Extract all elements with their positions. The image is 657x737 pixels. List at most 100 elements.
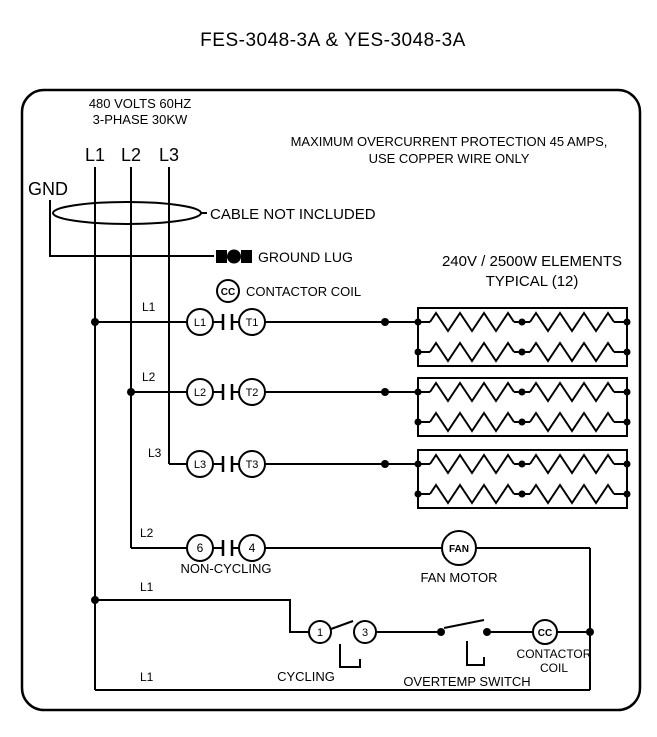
junction-dot	[414, 348, 422, 356]
cycling-thermostat-icon	[339, 644, 361, 668]
terminal-t1-label: T1	[246, 317, 259, 329]
junction-dot	[127, 388, 135, 396]
junction-dot	[91, 318, 99, 326]
ground-lug-center	[227, 249, 241, 264]
overtemp-switch-label: OVERTEMP SWITCH	[403, 674, 530, 689]
terminal-l3-label: L3	[194, 459, 206, 471]
terminal-4-label: 4	[249, 541, 256, 555]
junction-dot	[91, 596, 99, 604]
terminal-t2-label: T2	[246, 387, 259, 399]
row2-feed-label: L2	[142, 370, 156, 384]
terminal-circle-6	[186, 534, 214, 562]
junction-dot	[518, 318, 526, 326]
resistor-icon	[429, 412, 515, 432]
row3-feed-label: L3	[148, 446, 162, 460]
ground-lug-label: GROUND LUG	[258, 249, 353, 265]
contactor-row-2: L2 L2 T2	[127, 370, 418, 406]
cycling-switch-blade-icon	[330, 620, 354, 630]
resistor-icon	[429, 342, 515, 362]
terminal-circle-t2	[238, 378, 266, 406]
junction-dot	[518, 460, 526, 468]
row1-feed-label: L1	[142, 300, 156, 314]
fan-symbol-label: FAN	[449, 544, 469, 555]
junction-dot	[518, 490, 526, 498]
contact-icon	[221, 540, 234, 556]
resistor-icon	[529, 382, 615, 402]
overtemp-sensor-icon	[466, 641, 485, 666]
resistor-icon	[529, 412, 615, 432]
control-feed-wire	[95, 599, 309, 633]
contact-icon	[221, 456, 234, 472]
resistor-icon	[529, 312, 615, 332]
coil-label-line2: COIL	[540, 661, 568, 675]
junction-dot	[381, 318, 389, 326]
cycling-label: CYCLING	[277, 669, 335, 684]
bottom-feed-label: L1	[140, 670, 154, 684]
coil-label-line1: CONTACTOR	[517, 647, 592, 661]
resistor-icon	[429, 382, 515, 402]
diagram-border	[20, 88, 642, 712]
terminal-circle-4	[238, 534, 266, 562]
overtemp-terminal-dot	[483, 628, 491, 636]
element-bank-2	[414, 377, 631, 437]
junction-dot	[414, 318, 422, 326]
elements-note-line2: TYPICAL (12)	[486, 273, 579, 290]
junction-dot	[414, 388, 422, 396]
terminal-circle-1	[308, 620, 332, 644]
cable-ellipse-icon	[52, 201, 202, 225]
junction-dot	[623, 490, 631, 498]
contactor-coil-legend-label: CONTACTOR COIL	[246, 284, 361, 299]
resistor-icon	[529, 454, 615, 474]
junction-dot	[518, 348, 526, 356]
phase-l2-label: L2	[121, 145, 141, 165]
terminal-t3-label: T3	[246, 459, 259, 471]
cable-note-label: CABLE NOT INCLUDED	[210, 206, 376, 223]
contactor-coil-legend-icon	[216, 279, 240, 303]
control-feed-label: L1	[140, 580, 154, 594]
fan-feed-label: L2	[140, 526, 154, 540]
junction-dot	[414, 490, 422, 498]
terminal-circle-t3	[238, 450, 266, 478]
junction-dot	[623, 418, 631, 426]
element-bank-outline	[417, 449, 628, 509]
element-bank-3	[414, 449, 631, 509]
resistor-icon	[529, 484, 615, 504]
terminal-circle-l1	[186, 308, 214, 336]
protection-note-line1: MAXIMUM OVERCURRENT PROTECTION 45 AMPS,	[291, 134, 608, 149]
fan-circuit-wire	[131, 547, 591, 690]
terminal-6-label: 6	[197, 541, 204, 555]
junction-dot	[623, 388, 631, 396]
terminal-circle-t1	[238, 308, 266, 336]
terminal-circle-l3	[186, 450, 214, 478]
supply-power-label: 3-PHASE 30KW	[93, 112, 188, 127]
element-bank-1	[414, 307, 631, 367]
contact-icon	[221, 314, 234, 330]
fan-motor-circle	[441, 530, 477, 566]
overtemp-terminal-dot	[437, 628, 445, 636]
fan-motor-label: FAN MOTOR	[420, 570, 497, 585]
resistor-icon	[529, 342, 615, 362]
terminal-l1-label: L1	[194, 317, 206, 329]
coil-symbol-label: CC	[538, 628, 552, 639]
contactor-coil-legend-symbol: CC	[221, 287, 235, 298]
contactor-row-3: L3 L3 T3	[148, 446, 418, 478]
non-cycling-label: NON-CYCLING	[180, 561, 271, 576]
phase-l1-label: L1	[85, 145, 105, 165]
protection-note-line2: USE COPPER WIRE ONLY	[369, 151, 530, 166]
contactor-row-1: L1 L1 T1	[91, 300, 418, 336]
overtemp-switch-blade-icon	[443, 619, 485, 629]
fan-circuit: L2 6 4 NON-CYCLING FAN FAN MOTOR	[131, 526, 591, 690]
junction-dot	[623, 460, 631, 468]
element-bank-outline	[417, 377, 628, 437]
control-circuit: L1 1 3 CYCLING OVERTEMP SWITCH CC CONTAC…	[91, 580, 594, 689]
ground-lug-block-right	[241, 250, 252, 263]
resistor-icon	[429, 484, 515, 504]
terminal-1-label: 1	[317, 627, 323, 639]
terminal-circle-l2	[186, 378, 214, 406]
resistor-icon	[429, 454, 515, 474]
ground-wire	[49, 200, 214, 257]
gnd-label: GND	[28, 179, 68, 199]
bottom-return: L1	[95, 670, 590, 691]
